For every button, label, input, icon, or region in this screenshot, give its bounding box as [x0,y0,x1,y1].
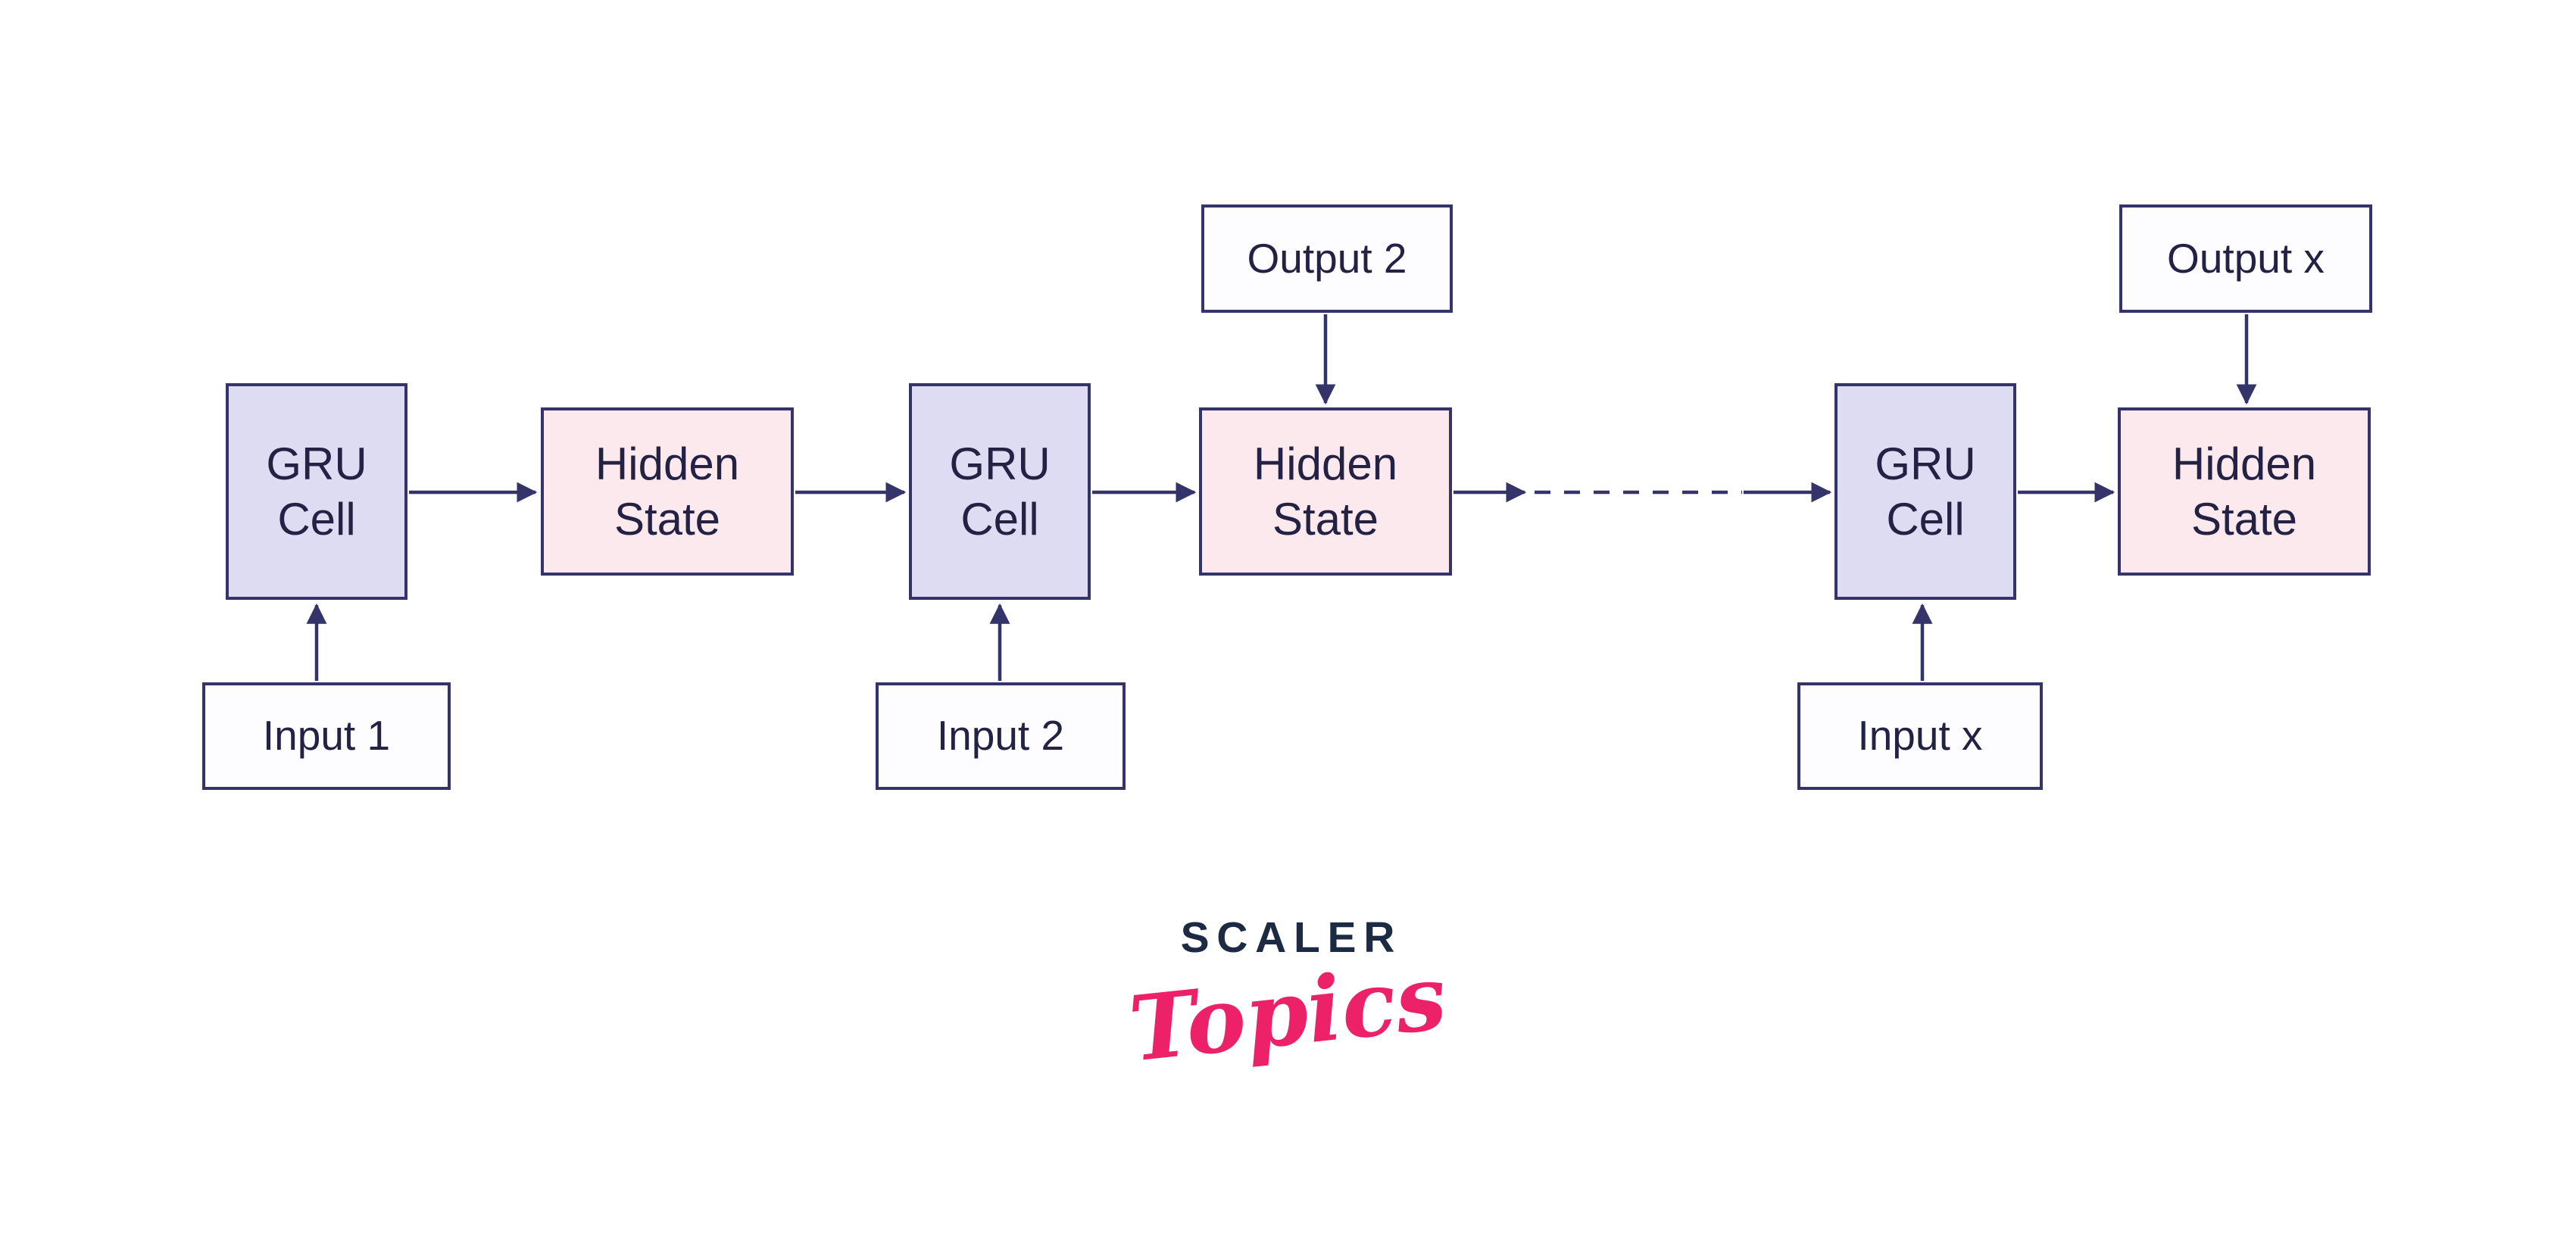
hidden-state-x-label: Hidden State [2172,438,2317,545]
scaler-topics-logo: SCALER Topics [1106,913,1469,1081]
gru-cell-1-label: GRU Cell [266,438,367,545]
input-1-label: Input 1 [262,712,391,760]
node-hidden-state-x: Hidden State [2118,407,2371,576]
hidden-state-1-label: Hidden State [595,438,740,545]
node-gru-cell-2: GRU Cell [909,383,1091,600]
input-2-label: Input 2 [936,712,1065,760]
node-hidden-state-1: Hidden State [541,407,794,576]
hidden-state-2-label: Hidden State [1253,438,1398,545]
logo-product-text: Topics [1124,944,1451,1082]
node-input-2: Input 2 [876,682,1126,790]
input-x-label: Input x [1857,712,1983,760]
node-gru-cell-x: GRU Cell [1834,383,2016,600]
node-input-1: Input 1 [202,682,451,790]
logo-brand-text: SCALER [1180,913,1403,962]
node-output-x: Output x [2119,204,2372,313]
output-2-label: Output 2 [1247,234,1407,282]
node-input-x: Input x [1797,682,2043,790]
node-gru-cell-1: GRU Cell [226,383,407,600]
node-output-2: Output 2 [1201,204,1453,313]
output-x-label: Output x [2167,234,2325,282]
node-hidden-state-2: Hidden State [1199,407,1452,576]
gru-cell-2-label: GRU Cell [949,438,1051,545]
gru-cell-x-label: GRU Cell [1875,438,1976,545]
